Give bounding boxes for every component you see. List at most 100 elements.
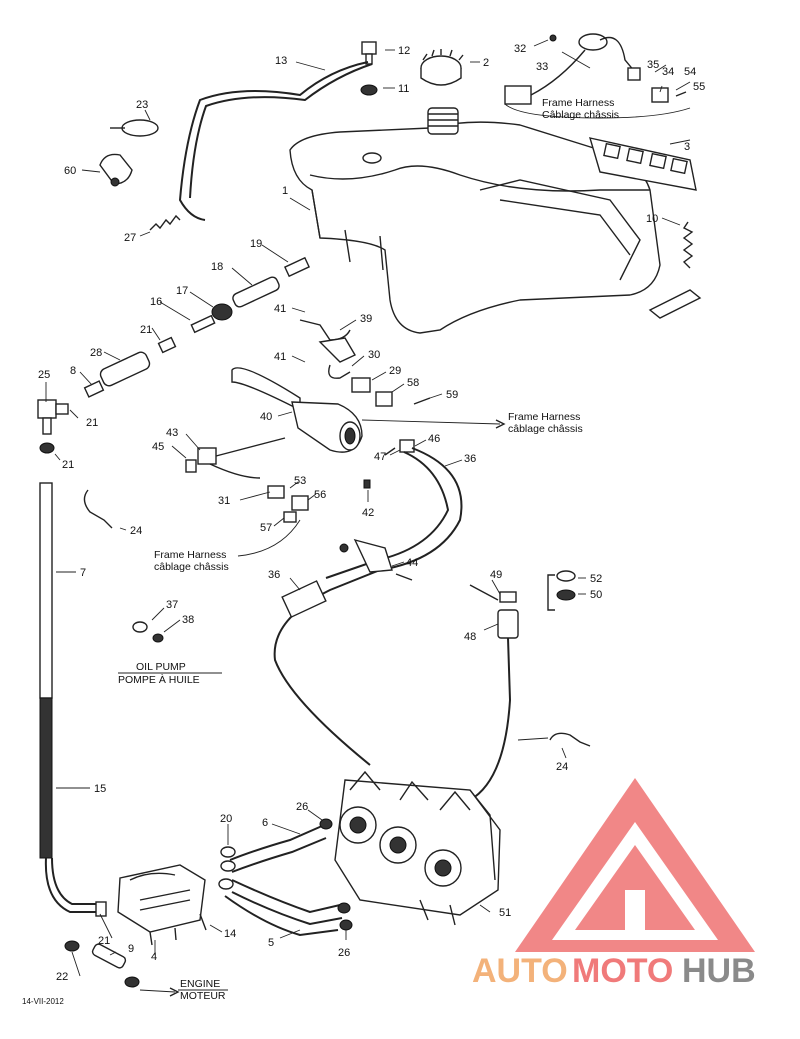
part-label-36b: 36 [268, 569, 280, 581]
captions: Frame Harness Câblage châssis Frame Harn… [22, 97, 619, 1006]
part-label-48: 48 [464, 631, 476, 643]
vent-fitting [360, 41, 378, 96]
part-label-27: 27 [124, 232, 136, 244]
impulse-hose [231, 879, 341, 914]
part-label-31: 31 [218, 495, 230, 507]
cable-bracket [339, 538, 413, 581]
part-label-35: 35 [647, 59, 659, 71]
part-label-46: 46 [428, 433, 440, 445]
part-label-24a: 24 [130, 525, 142, 537]
connector [351, 377, 371, 393]
connector [375, 391, 393, 407]
part-label-51: 51 [499, 907, 511, 919]
clamp [110, 119, 159, 137]
part-label-47: 47 [374, 451, 386, 463]
caption-oil-pump-fr: POMPE À HUILE [118, 673, 200, 686]
part-label-8: 8 [70, 365, 76, 377]
part-label-18: 18 [211, 261, 223, 273]
part-label-24b: 24 [556, 761, 568, 773]
nut [152, 633, 164, 643]
drawing-code: 14-VII-2012 [22, 997, 64, 1006]
part-label-14: 14 [224, 928, 236, 940]
vent-valve [99, 153, 133, 187]
part-label-21a: 21 [140, 324, 152, 336]
part-label-21b: 21 [86, 417, 98, 429]
bracket [588, 137, 697, 191]
part-label-42: 42 [362, 507, 374, 519]
part-label-49: 49 [490, 569, 502, 581]
part-label-23: 23 [136, 99, 148, 111]
part-label-12: 12 [398, 45, 410, 57]
part-label-10: 10 [646, 213, 658, 225]
cable-junction [281, 580, 327, 618]
fuel-pump [95, 864, 207, 946]
part-label-59: 59 [446, 389, 458, 401]
fuel-line-assembly [83, 256, 311, 398]
cable-tie [549, 732, 591, 747]
part-label-56: 56 [314, 489, 326, 501]
switch-wiring [185, 437, 309, 523]
part-label-44: 44 [406, 557, 418, 569]
fuel-hose-long [39, 482, 100, 913]
impulse-hose [229, 825, 323, 861]
part-label-13: 13 [275, 55, 287, 67]
clamp [64, 940, 80, 952]
clamp [124, 976, 140, 988]
part-label-32: 32 [514, 43, 526, 55]
part-label-7: 7 [80, 567, 86, 579]
part-label-30: 30 [368, 349, 380, 361]
part-label-5: 5 [268, 937, 274, 949]
part-label-41b: 41 [274, 351, 286, 363]
part-label-50: 50 [590, 589, 602, 601]
caption-frame-harness-3-fr: câblage châssis [154, 561, 229, 573]
part-label-28: 28 [90, 347, 102, 359]
caption-frame-harness-2-fr: câblage châssis [508, 423, 583, 435]
part-label-39: 39 [360, 313, 372, 325]
part-label-4: 4 [151, 951, 157, 963]
part-label-17: 17 [176, 285, 188, 297]
part-label-52: 52 [590, 573, 602, 585]
logo-auto: AUTO [472, 952, 568, 990]
part-label-21c: 21 [62, 459, 74, 471]
logo-hub: HUB [682, 952, 756, 990]
part-label-37: 37 [166, 599, 178, 611]
caption-frame-harness-1-en: Frame Harness [542, 97, 614, 109]
caption-frame-harness-2-en: Frame Harness [508, 411, 580, 423]
part-label-26a: 26 [296, 801, 308, 813]
part-label-9: 9 [128, 943, 134, 955]
oil-pump-cable [469, 570, 576, 801]
part-label-11: 11 [398, 83, 409, 95]
washer [132, 621, 148, 633]
caption-frame-harness-3-en: Frame Harness [154, 549, 226, 561]
part-label-3: 3 [684, 141, 690, 153]
part-label-2: 2 [483, 57, 489, 69]
part-label-36a: 36 [464, 453, 476, 465]
frame-harness-loop-1 [504, 103, 691, 119]
part-label-40: 40 [260, 411, 272, 423]
vent-hose [178, 61, 369, 221]
part-label-16: 16 [150, 296, 162, 308]
caption-oil-pump-en: OIL PUMP [136, 661, 186, 673]
part-label-34: 34 [662, 66, 674, 78]
part-label-55: 55 [693, 81, 705, 93]
automotohub-logo: AUTO MOTO HUB [472, 778, 756, 990]
cable-end [399, 439, 415, 453]
part-label-21d: 21 [98, 935, 110, 947]
frame-harness-lead-2 [361, 419, 501, 425]
frame-harness-lead-3 [237, 519, 301, 557]
cable-tie [83, 489, 113, 529]
part-number-labels: 12 2 11 13 23 60 27 1 19 18 17 16 21 28 … [38, 43, 705, 983]
part-label-20: 20 [220, 813, 232, 825]
part-label-33: 33 [536, 61, 548, 73]
throttle-bracket [299, 319, 356, 379]
part-label-57: 57 [260, 522, 272, 534]
screw [363, 479, 371, 489]
part-label-15: 15 [94, 783, 106, 795]
part-label-54: 54 [684, 66, 696, 78]
strap-plate [648, 289, 702, 319]
carburetor-assembly [334, 770, 501, 926]
fuel-gauge-sender [504, 33, 687, 105]
part-label-22: 22 [56, 971, 68, 983]
